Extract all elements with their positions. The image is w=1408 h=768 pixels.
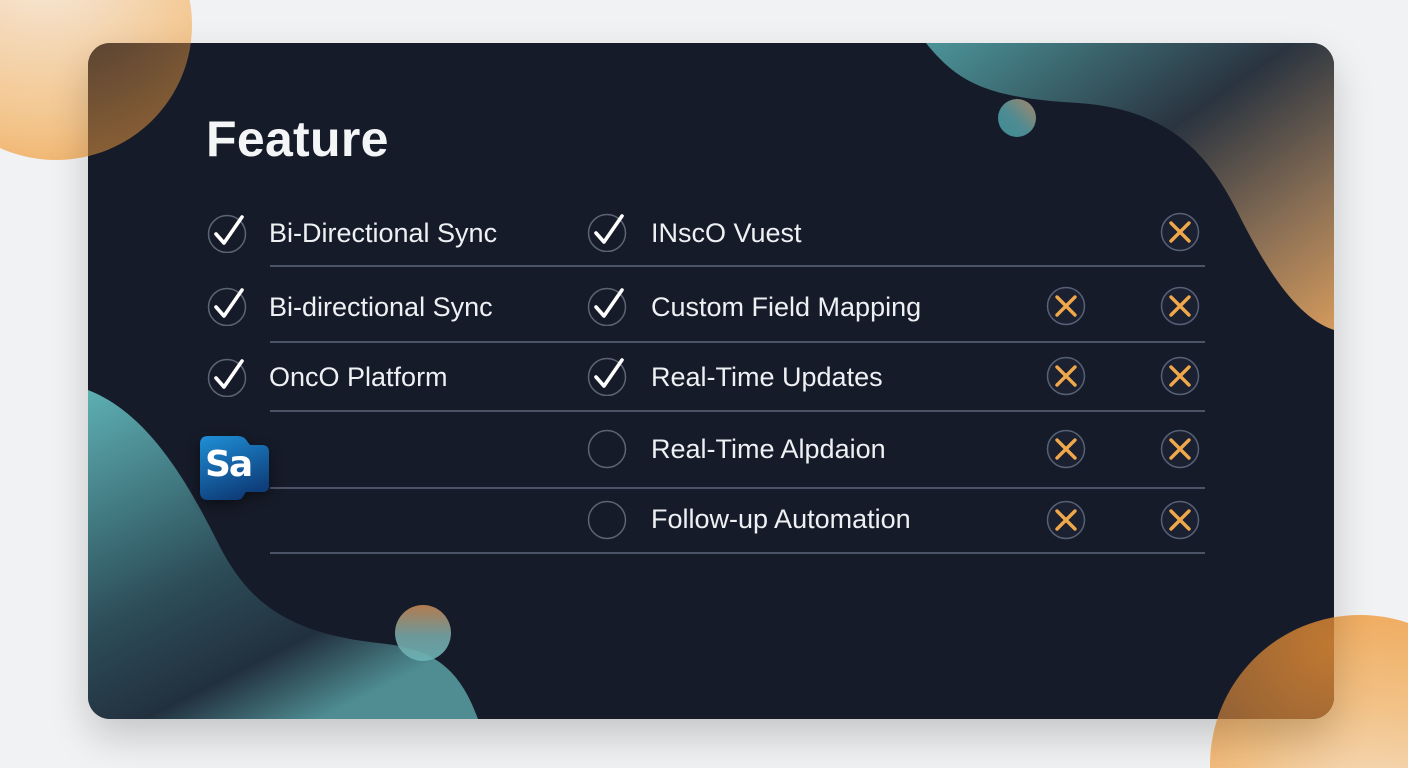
x-circle-icon[interactable]: [1046, 356, 1086, 396]
feature-comparison-card: [88, 43, 1334, 719]
feature-label: Real-Time Updates: [651, 362, 883, 392]
check-circle-icon[interactable]: [587, 286, 627, 326]
check-circle-icon[interactable]: [207, 357, 247, 397]
x-circle-icon[interactable]: [1160, 500, 1200, 540]
x-circle-icon[interactable]: [1160, 286, 1200, 326]
decorative-bubble-top: [998, 99, 1036, 137]
row-divider: [270, 265, 1205, 267]
x-circle-icon[interactable]: [1046, 500, 1086, 540]
empty-circle-icon[interactable]: [587, 429, 627, 469]
logo-text: Sa: [205, 444, 253, 485]
row-divider: [270, 410, 1205, 412]
feature-label: Bi-Directional Sync: [269, 218, 498, 248]
decorative-overlay-bottom-right: [1210, 615, 1334, 719]
x-circle-icon[interactable]: [1046, 286, 1086, 326]
row-divider: [270, 341, 1205, 343]
feature-label: Real-Time Alpdaion: [651, 434, 886, 464]
x-circle-icon[interactable]: [1160, 212, 1200, 252]
x-circle-icon[interactable]: [1160, 356, 1200, 396]
check-circle-icon[interactable]: [207, 286, 247, 326]
feature-label: INscO Vuest: [651, 218, 802, 248]
page-title: Feature: [206, 111, 389, 167]
feature-label: Bi-directional Sync: [269, 292, 493, 322]
feature-label: Custom Field Mapping: [651, 292, 922, 322]
check-circle-icon[interactable]: [207, 213, 247, 253]
decorative-overlay-top-left: [88, 43, 192, 160]
row-divider: [270, 487, 1205, 489]
check-circle-icon[interactable]: [587, 212, 627, 252]
feature-label: Follow-up Automation: [651, 504, 911, 534]
feature-label: OncO Platform: [269, 362, 448, 392]
empty-circle-icon[interactable]: [587, 500, 627, 540]
check-circle-icon[interactable]: [587, 356, 627, 396]
decorative-bubble-bottom: [395, 605, 451, 661]
x-circle-icon[interactable]: [1160, 429, 1200, 469]
app-logo-icon: Sa: [198, 436, 270, 502]
x-circle-icon[interactable]: [1046, 429, 1086, 469]
row-divider: [270, 552, 1205, 554]
